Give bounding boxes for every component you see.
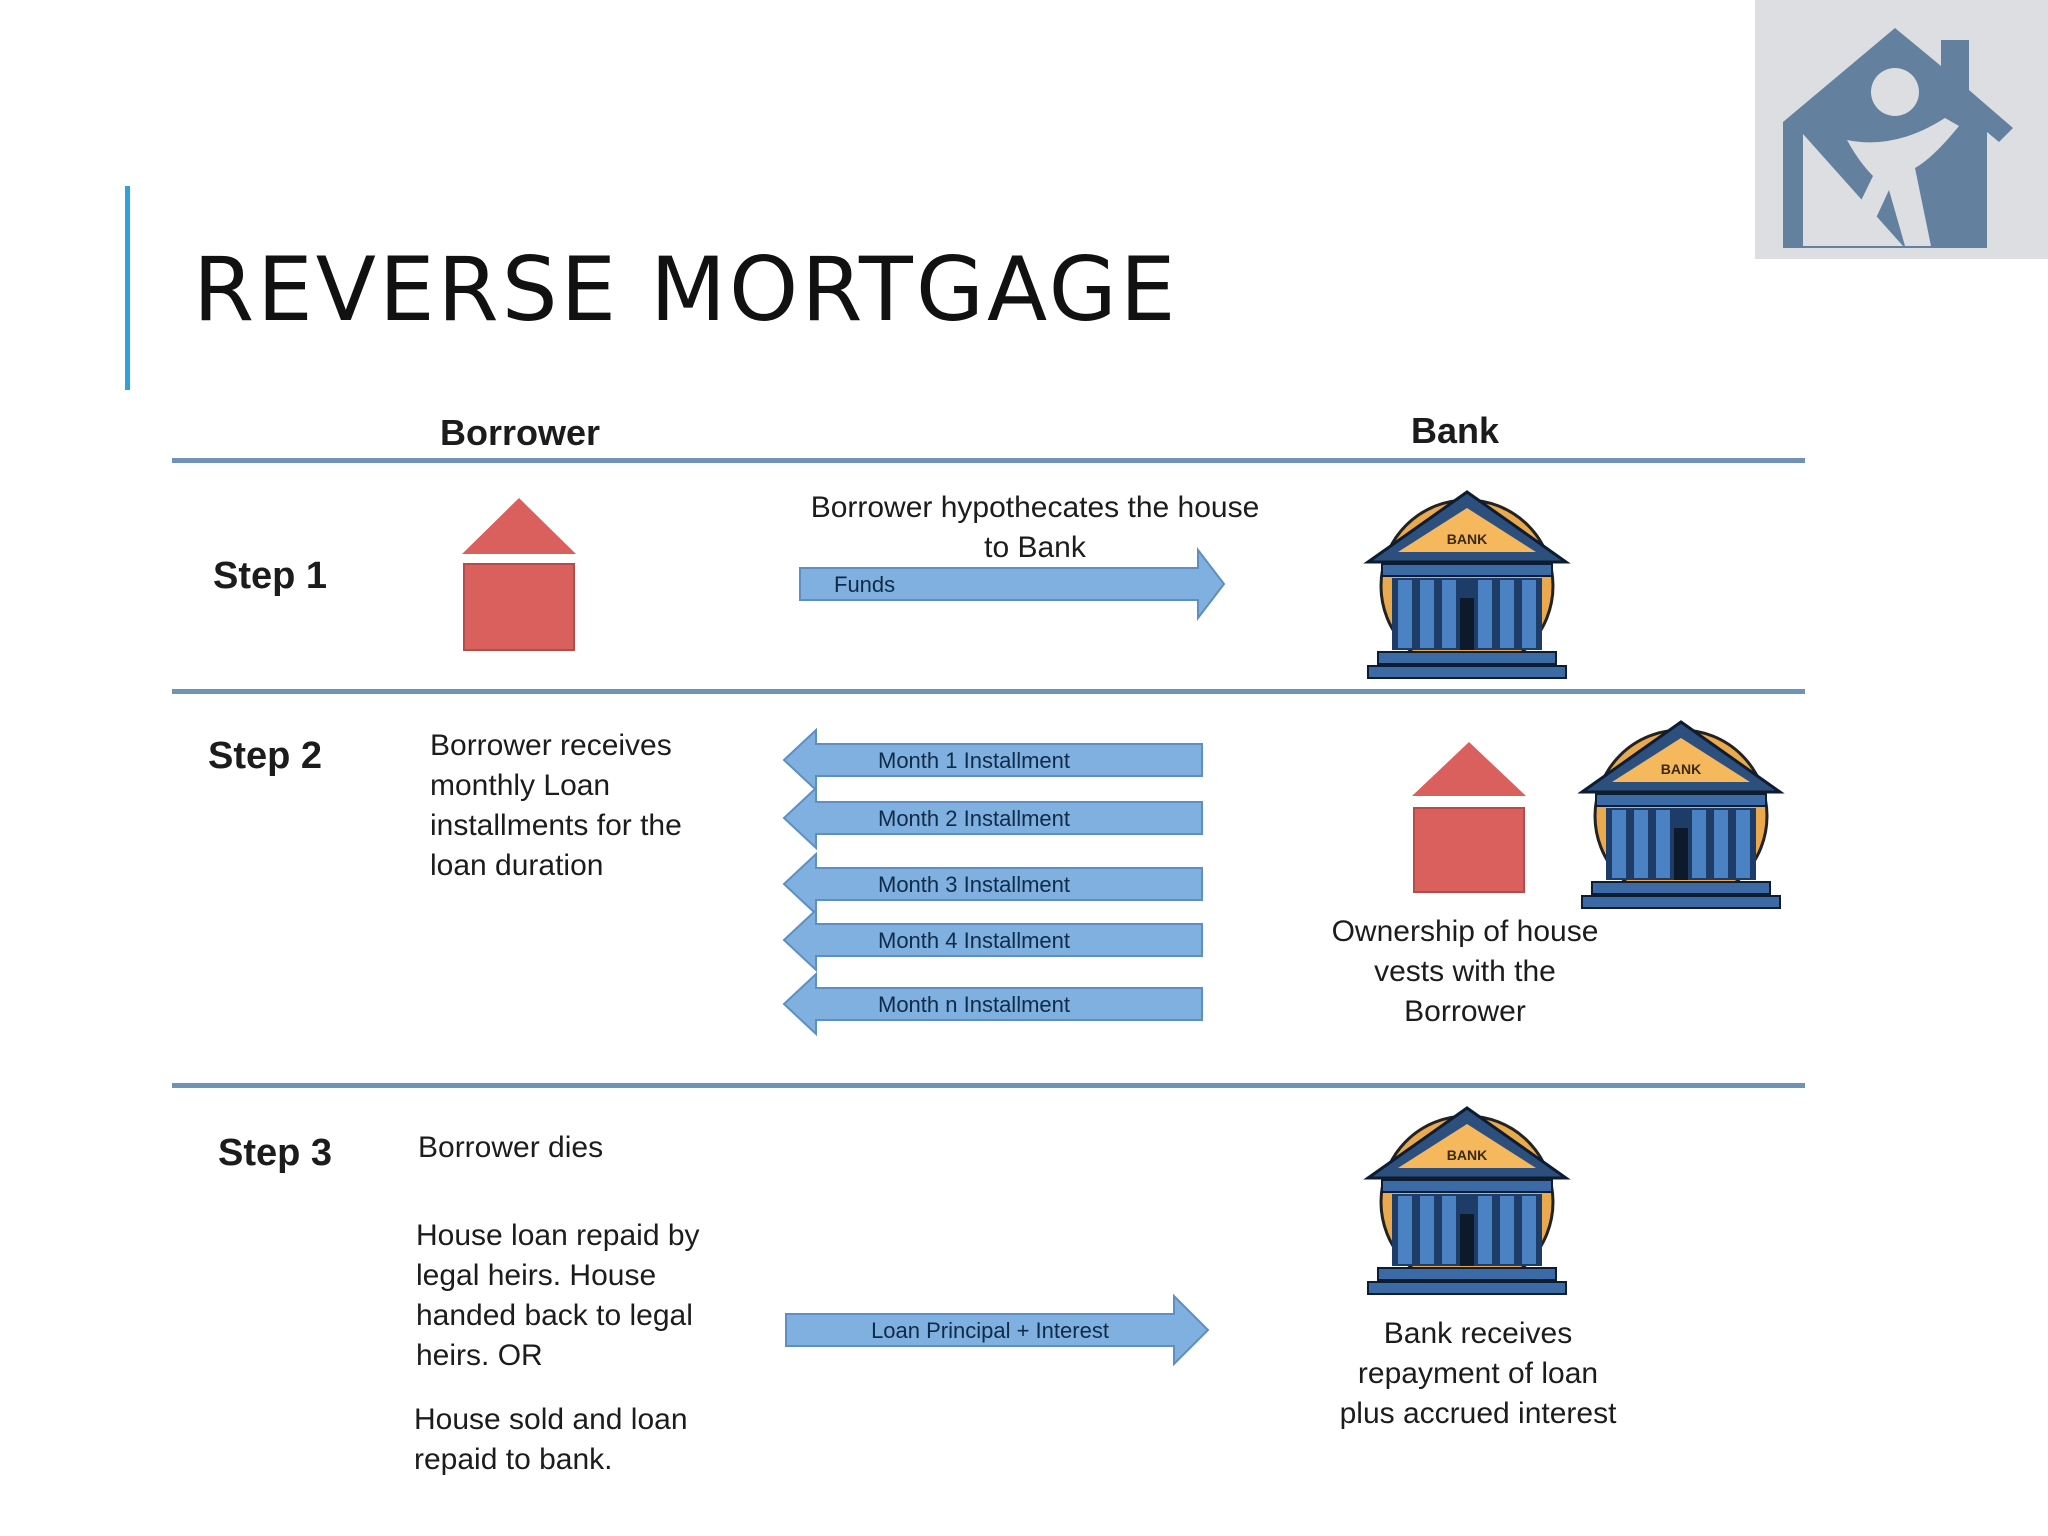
- installment-arrow-4: Month 4 Installment: [782, 907, 1203, 973]
- loan-repayment-arrow: Loan Principal + Interest: [785, 1293, 1210, 1367]
- bank-icon-step3: BANK: [1363, 1106, 1571, 1295]
- installment-label-2: Month 2 Installment: [878, 806, 1070, 831]
- divider-step2: [172, 1083, 1805, 1088]
- installment-label-3: Month 3 Installment: [878, 872, 1070, 897]
- bank-icon-step1: BANK: [1363, 490, 1571, 679]
- divider-header: [172, 458, 1805, 463]
- house-icon-step1: [462, 498, 576, 651]
- loan-repayment-arrow-label: Loan Principal + Interest: [871, 1318, 1109, 1343]
- logo: [1755, 0, 2048, 259]
- bank-icon-step2: BANK: [1577, 720, 1785, 909]
- step2-label: Step 2: [208, 735, 323, 777]
- step2-borrower-text: Borrower receives monthly Loan installme…: [430, 729, 682, 882]
- funds-arrow-label: Funds: [834, 572, 895, 597]
- title-accent-bar: [125, 186, 130, 390]
- installment-arrows: Month 1 Installment Month 2 Installment …: [782, 727, 1203, 1037]
- installment-arrow-1: Month 1 Installment: [782, 727, 1203, 793]
- step1-caption: Borrower hypothecates the house to Bank: [810, 491, 1260, 564]
- step3-label: Step 3: [218, 1132, 333, 1174]
- installment-label-n: Month n Installment: [878, 992, 1070, 1017]
- bank-column-header: Bank: [1411, 410, 1500, 451]
- step1-label: Step 1: [213, 555, 328, 597]
- installment-label-4: Month 4 Installment: [878, 928, 1070, 953]
- house-person-logo-icon: [1783, 28, 2013, 248]
- borrower-column-header: Borrower: [440, 412, 601, 453]
- step2-ownership-text: Ownership of house vests with the Borrow…: [1331, 915, 1599, 1028]
- svg-text:BANK: BANK: [1447, 531, 1487, 547]
- step3-option1-text: House loan repaid by legal heirs. House …: [416, 1219, 700, 1372]
- funds-arrow: Funds: [799, 547, 1226, 621]
- svg-text:BANK: BANK: [1447, 1147, 1487, 1163]
- installment-arrow-n: Month n Installment: [782, 971, 1203, 1037]
- step3-event-text: Borrower dies: [418, 1131, 604, 1164]
- installment-label-1: Month 1 Installment: [878, 748, 1070, 773]
- slide-title: REVERSE MORTGAGE: [193, 238, 1179, 341]
- divider-step1: [172, 689, 1805, 694]
- svg-text:BANK: BANK: [1661, 761, 1701, 777]
- step3-bank-text: Bank receives repayment of loan plus acc…: [1339, 1317, 1617, 1430]
- house-icon-step2: [1412, 742, 1526, 893]
- installment-arrow-3: Month 3 Installment: [782, 851, 1203, 917]
- step3-option2-text: House sold and loan repaid to bank.: [414, 1403, 688, 1476]
- installment-arrow-2: Month 2 Installment: [782, 785, 1203, 851]
